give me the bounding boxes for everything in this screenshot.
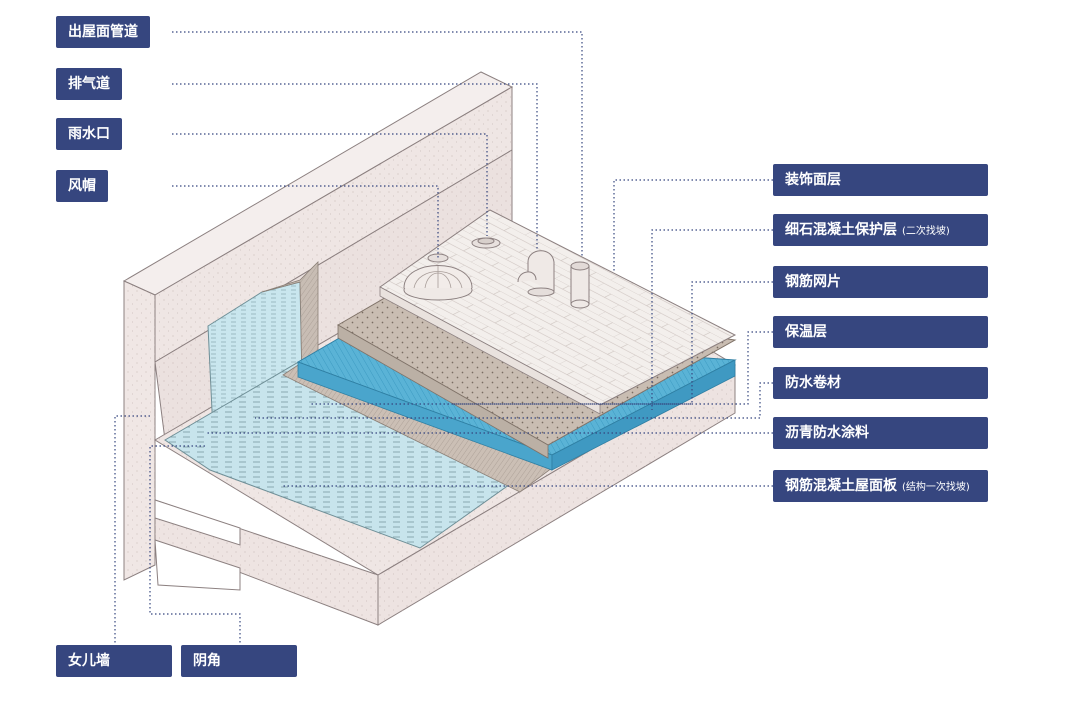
- membrane-floor-texture: [165, 360, 530, 548]
- leader-concrete-protection: [651, 229, 773, 410]
- label-concrete-protection-text: 细石混凝土保护层: [785, 222, 897, 238]
- concrete-protection-edge: [337, 324, 549, 459]
- label-exhaust-duct-text: 排气道: [68, 76, 110, 92]
- label-roof-slab: 钢筋混凝土屋面板 (结构一次找坡): [773, 470, 988, 502]
- label-parapet-text: 女儿墙: [68, 653, 110, 669]
- roof-slab-right-texture: [378, 365, 735, 625]
- label-insulation: 保温层: [773, 316, 988, 348]
- leader-wind-cap: [172, 185, 439, 258]
- label-waterproof-membrane-text: 防水卷材: [785, 375, 841, 391]
- roof-pipe-icon: [570, 261, 590, 309]
- leader-internal-corner: [149, 445, 241, 645]
- leader-decorative-layer: [613, 179, 773, 272]
- label-internal-corner-text: 阴角: [193, 653, 221, 669]
- wall-protection-texture: [262, 262, 318, 380]
- leader-rebar-mesh: [452, 281, 773, 405]
- slab-underside-cutout: [154, 539, 241, 591]
- label-rain-outlet: 雨水口: [56, 118, 122, 150]
- leader-rain-outlet: [172, 133, 488, 236]
- label-roof-pipe: 出屋面管道: [56, 16, 150, 48]
- label-rain-outlet-text: 雨水口: [68, 126, 110, 142]
- insulation-layer-side: [551, 359, 736, 471]
- label-decorative-layer-text: 装饰面层: [785, 172, 841, 188]
- leader-exhaust-duct: [172, 83, 538, 250]
- leader-waterproof-membrane: [255, 382, 773, 419]
- wind-cap-icon: [403, 253, 473, 301]
- slab-underside-gap: [154, 499, 241, 546]
- label-exhaust-duct: 排气道: [56, 68, 122, 100]
- exhaust-duct-icon: [517, 250, 555, 297]
- label-rebar-mesh: 钢筋网片: [773, 266, 988, 298]
- label-insulation-text: 保温层: [785, 324, 827, 340]
- label-asphalt-coating-text: 沥青防水涂料: [785, 425, 869, 441]
- label-rebar-mesh-text: 钢筋网片: [785, 274, 841, 290]
- leader-lines: [114, 31, 773, 645]
- label-roof-pipe-text: 出屋面管道: [68, 24, 138, 40]
- parapet-side-texture: [124, 281, 155, 580]
- label-wind-cap: 风帽: [56, 170, 108, 202]
- decorative-tile-edge: [379, 286, 601, 415]
- label-concrete-protection: 细石混凝土保护层 (二次找坡): [773, 214, 988, 246]
- membrane-wall-texture: [208, 282, 302, 432]
- parapet-front-texture: [155, 87, 512, 362]
- rain-outlet-icon: [471, 237, 501, 249]
- label-roof-slab-text: 钢筋混凝土屋面板: [785, 478, 897, 494]
- leader-insulation: [310, 331, 773, 405]
- label-internal-corner: 阴角: [181, 645, 297, 677]
- leader-roof-pipe: [172, 31, 583, 258]
- label-asphalt-coating: 沥青防水涂料: [773, 417, 988, 449]
- label-waterproof-membrane: 防水卷材: [773, 367, 988, 399]
- label-parapet: 女儿墙: [56, 645, 172, 677]
- label-decorative-layer: 装饰面层: [773, 164, 988, 196]
- label-wind-cap-text: 风帽: [68, 178, 96, 194]
- label-roof-slab-note: (结构一次找坡): [902, 482, 970, 493]
- label-concrete-protection-note: (二次找坡): [902, 226, 950, 237]
